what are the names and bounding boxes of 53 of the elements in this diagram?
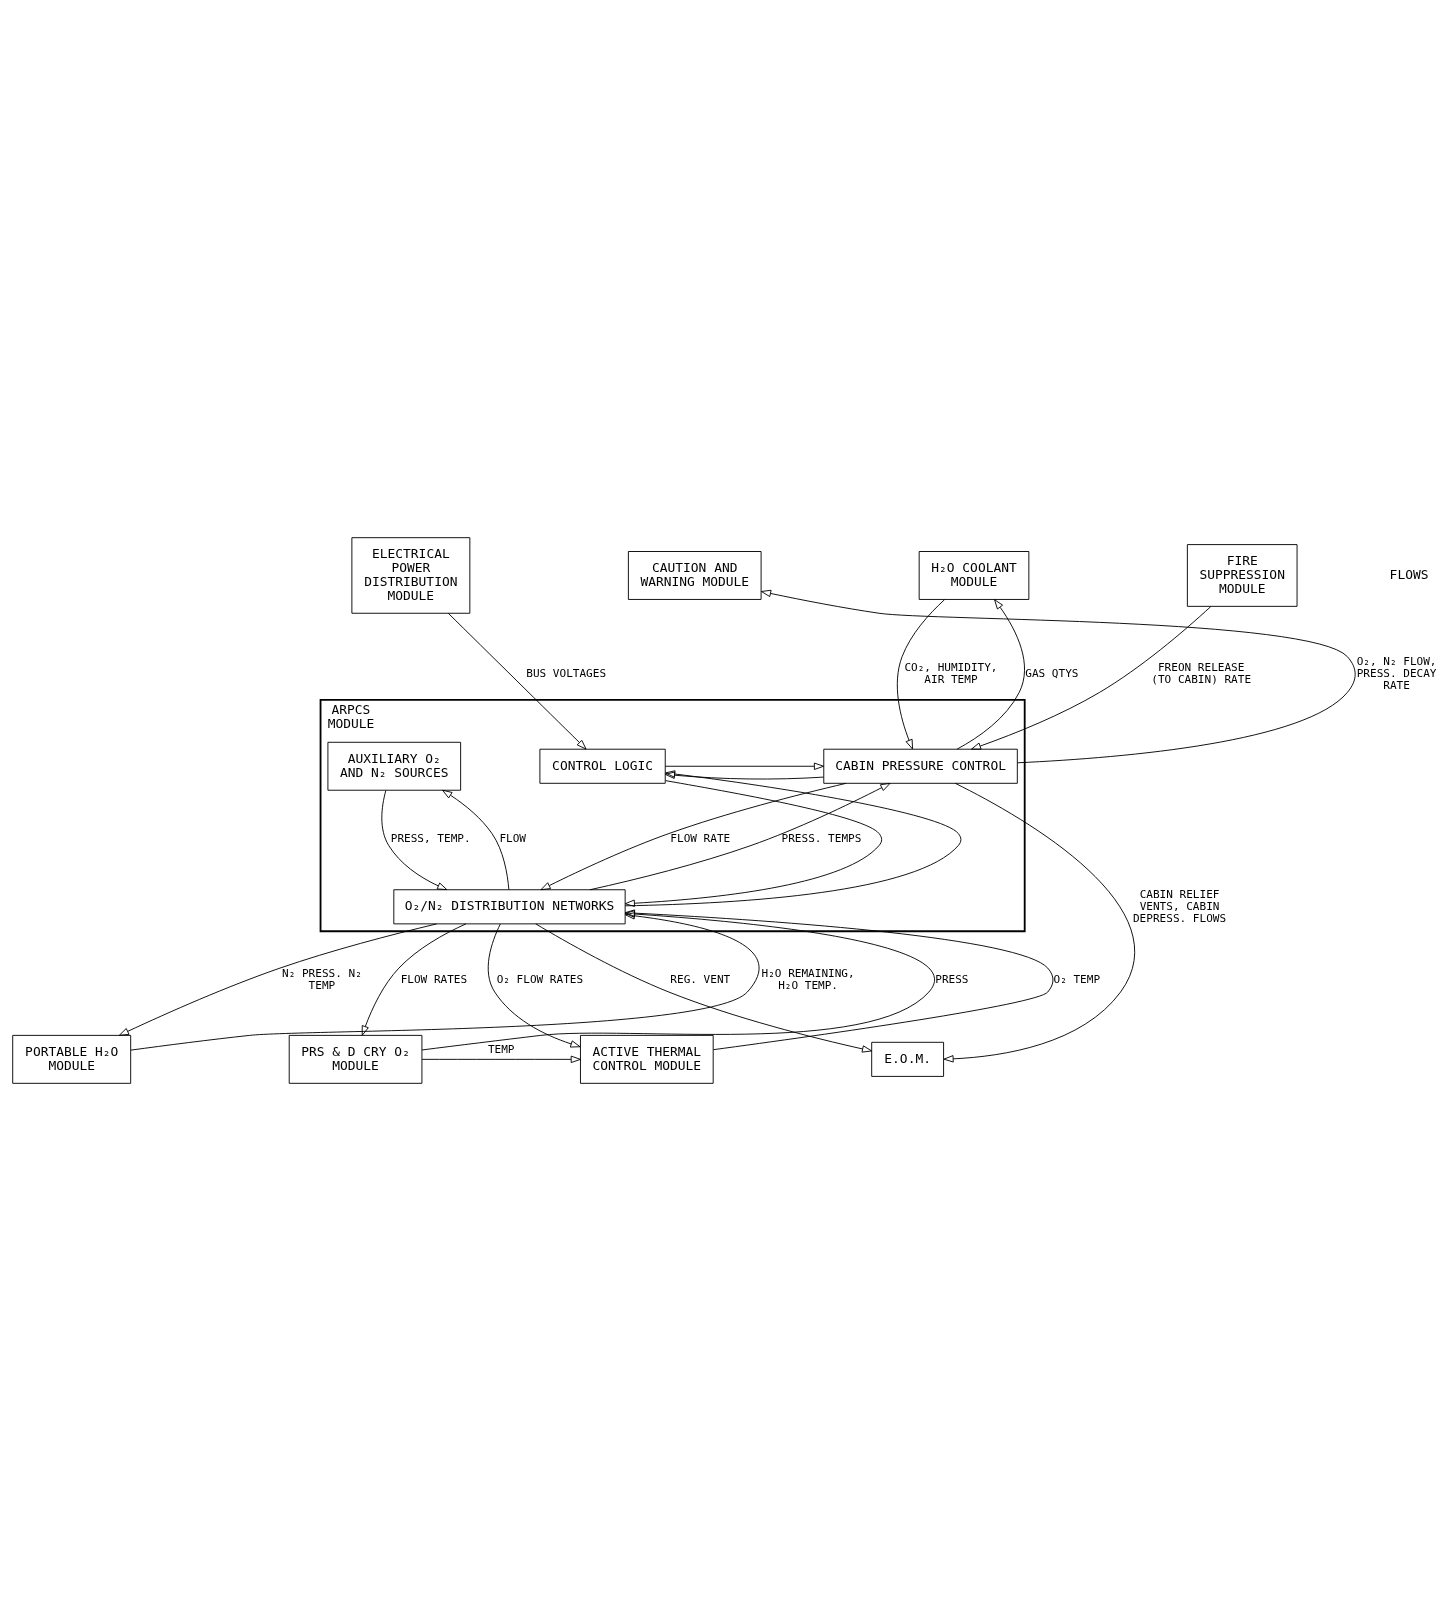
arrow <box>624 909 1054 1051</box>
node-box: PORTABLE H₂O MODULE <box>12 1034 132 1084</box>
arrow <box>624 770 962 907</box>
edge-label: O₂ TEMP <box>1053 972 1101 986</box>
arrow <box>589 782 891 891</box>
edge-label: FLOW <box>499 832 527 846</box>
node-box: CABIN PRESSURE CONTROL <box>823 748 1018 784</box>
arrow <box>664 762 825 770</box>
arrow <box>130 912 760 1051</box>
node-box: PRS & D CRY O₂ MODULE <box>288 1034 423 1084</box>
edge-label: PRESS <box>935 972 969 986</box>
node-box: E.O.M. <box>871 1041 945 1077</box>
node-box: AUXILIARY O₂ AND N₂ SOURCES <box>327 741 462 791</box>
edge-label: O₂, N₂ FLOW, PRESS. DECAY RATE <box>1356 655 1437 693</box>
edge-label: FREON RELEASE (TO CABIN) RATE <box>1151 661 1252 687</box>
arrow <box>624 780 883 907</box>
edge-label: BUS VOLTAGES <box>526 667 607 681</box>
arrow <box>664 771 825 780</box>
arrow <box>540 782 847 891</box>
arrow <box>442 789 510 891</box>
node-box: FIRE SUPPRESSION MODULE <box>1186 544 1298 607</box>
label: FLOWS <box>1389 566 1429 582</box>
edge-label: N₂ PRESS. N₂ TEMP <box>282 966 362 992</box>
arrow <box>956 599 1025 750</box>
arrow <box>381 790 448 891</box>
arrow <box>970 606 1212 750</box>
arrow <box>421 1055 581 1064</box>
edge-label: REG. VENT <box>670 972 731 986</box>
arrow <box>760 589 1356 764</box>
node-box: H₂O COOLANT MODULE <box>918 551 1030 600</box>
edge-label: PRESS, TEMP. <box>390 832 471 846</box>
edge-label: FLOW RATE <box>670 832 731 846</box>
edge-label: H₂O REMAINING, H₂O TEMP. <box>761 966 855 992</box>
arrow <box>535 923 873 1053</box>
arrow <box>943 782 1136 1063</box>
edge-label: CABIN RELIEF VENTS, CABIN DEPRESS. FLOWS <box>1132 887 1227 925</box>
node-box: CAUTION AND WARNING MODULE <box>627 551 762 600</box>
arrow <box>487 923 581 1048</box>
node-box: O₂/N₂ DISTRIBUTION NETWORKS <box>393 889 626 925</box>
arrow <box>447 612 587 750</box>
edge-label: FLOW RATES <box>400 972 468 986</box>
node-box: CONTROL LOGIC <box>539 748 666 784</box>
node-box: ACTIVE THERMAL CONTROL MODULE <box>580 1034 714 1084</box>
arrow <box>361 923 467 1036</box>
edge-label: O₂ FLOW RATES <box>496 972 584 986</box>
edge-label: CO₂, HUMIDITY, AIR TEMP <box>904 661 998 687</box>
arrow <box>421 910 935 1051</box>
edge-label: PRESS. TEMPS <box>781 832 862 846</box>
edge-label: TEMP <box>487 1043 515 1057</box>
node-box: ELECTRICAL POWER DISTRIBUTION MODULE <box>351 537 471 614</box>
edge-label: GAS QTYS <box>1025 667 1079 681</box>
arrow <box>118 923 437 1036</box>
arrow <box>896 599 945 750</box>
